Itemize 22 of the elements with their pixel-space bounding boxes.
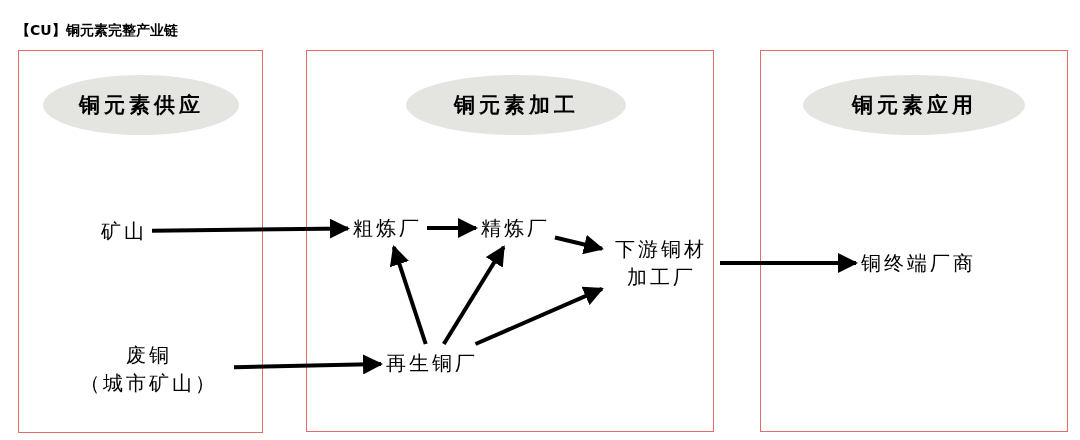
node-label: 再生铜厂 bbox=[386, 349, 478, 377]
heading-ellipse: 铜元素供应 bbox=[43, 75, 239, 135]
panel-box bbox=[760, 50, 1068, 432]
arrow bbox=[151, 218, 350, 239]
panel-box bbox=[306, 50, 714, 432]
arrow bbox=[720, 253, 858, 273]
node-label: 矿山 bbox=[101, 217, 147, 245]
heading-ellipse: 铜元素应用 bbox=[803, 75, 1025, 135]
arrow bbox=[554, 234, 604, 255]
title: 【CU】铜元素完整产业链 bbox=[16, 22, 178, 40]
node-label: 废铜（城市矿山） bbox=[69, 341, 229, 397]
node-label: 下游铜材加工厂 bbox=[607, 235, 715, 291]
heading-ellipse: 铜元素加工 bbox=[406, 75, 626, 135]
arrow bbox=[474, 286, 604, 346]
arrow bbox=[442, 245, 506, 346]
node-label: 粗炼厂 bbox=[353, 214, 422, 242]
panel-box bbox=[18, 50, 263, 433]
arrow bbox=[389, 245, 428, 345]
arrow bbox=[427, 218, 478, 238]
node-label: 精炼厂 bbox=[481, 214, 550, 242]
node-label: 铜终端厂商 bbox=[861, 249, 976, 277]
arrow bbox=[233, 354, 383, 375]
